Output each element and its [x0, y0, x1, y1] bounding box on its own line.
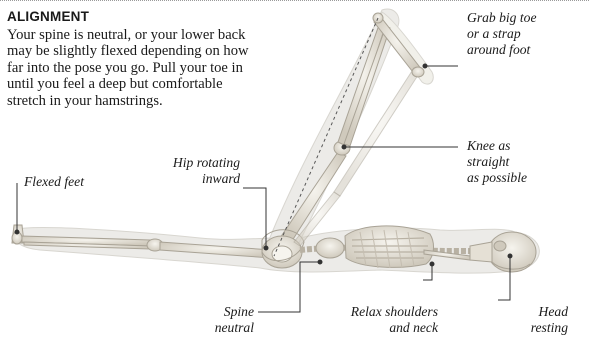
- callout-line: Spine: [190, 304, 254, 320]
- callout-line: Knee as: [467, 138, 527, 154]
- leader-lines: [15, 64, 512, 312]
- leg-bones: [12, 13, 422, 258]
- body-silhouette: [13, 9, 539, 273]
- callout-line: or a strap: [467, 26, 536, 42]
- callout-line: Head: [510, 304, 568, 320]
- callout-line: and neck: [306, 320, 438, 336]
- callout-head: Head resting: [510, 304, 568, 336]
- callout-line: Hip rotating: [140, 155, 240, 171]
- callout-line: as possible: [467, 170, 527, 186]
- callout-line: straight: [467, 154, 527, 170]
- callout-grab-toe: Grab big toe or a strap around foot: [467, 10, 536, 58]
- callout-line: resting: [510, 320, 568, 336]
- callout-line: Flexed feet: [24, 174, 84, 190]
- callout-hip: Hip rotating inward: [140, 155, 240, 187]
- callout-line: Grab big toe: [467, 10, 536, 26]
- callout-flexed-feet: Flexed feet: [24, 174, 84, 190]
- callout-spine: Spine neutral: [190, 304, 254, 336]
- callout-line: around foot: [467, 42, 536, 58]
- callout-shoulders: Relax shoulders and neck: [306, 304, 438, 336]
- callout-line: inward: [140, 171, 240, 187]
- callout-line: neutral: [190, 320, 254, 336]
- callout-knee: Knee as straight as possible: [467, 138, 527, 186]
- callout-line: Relax shoulders: [306, 304, 438, 320]
